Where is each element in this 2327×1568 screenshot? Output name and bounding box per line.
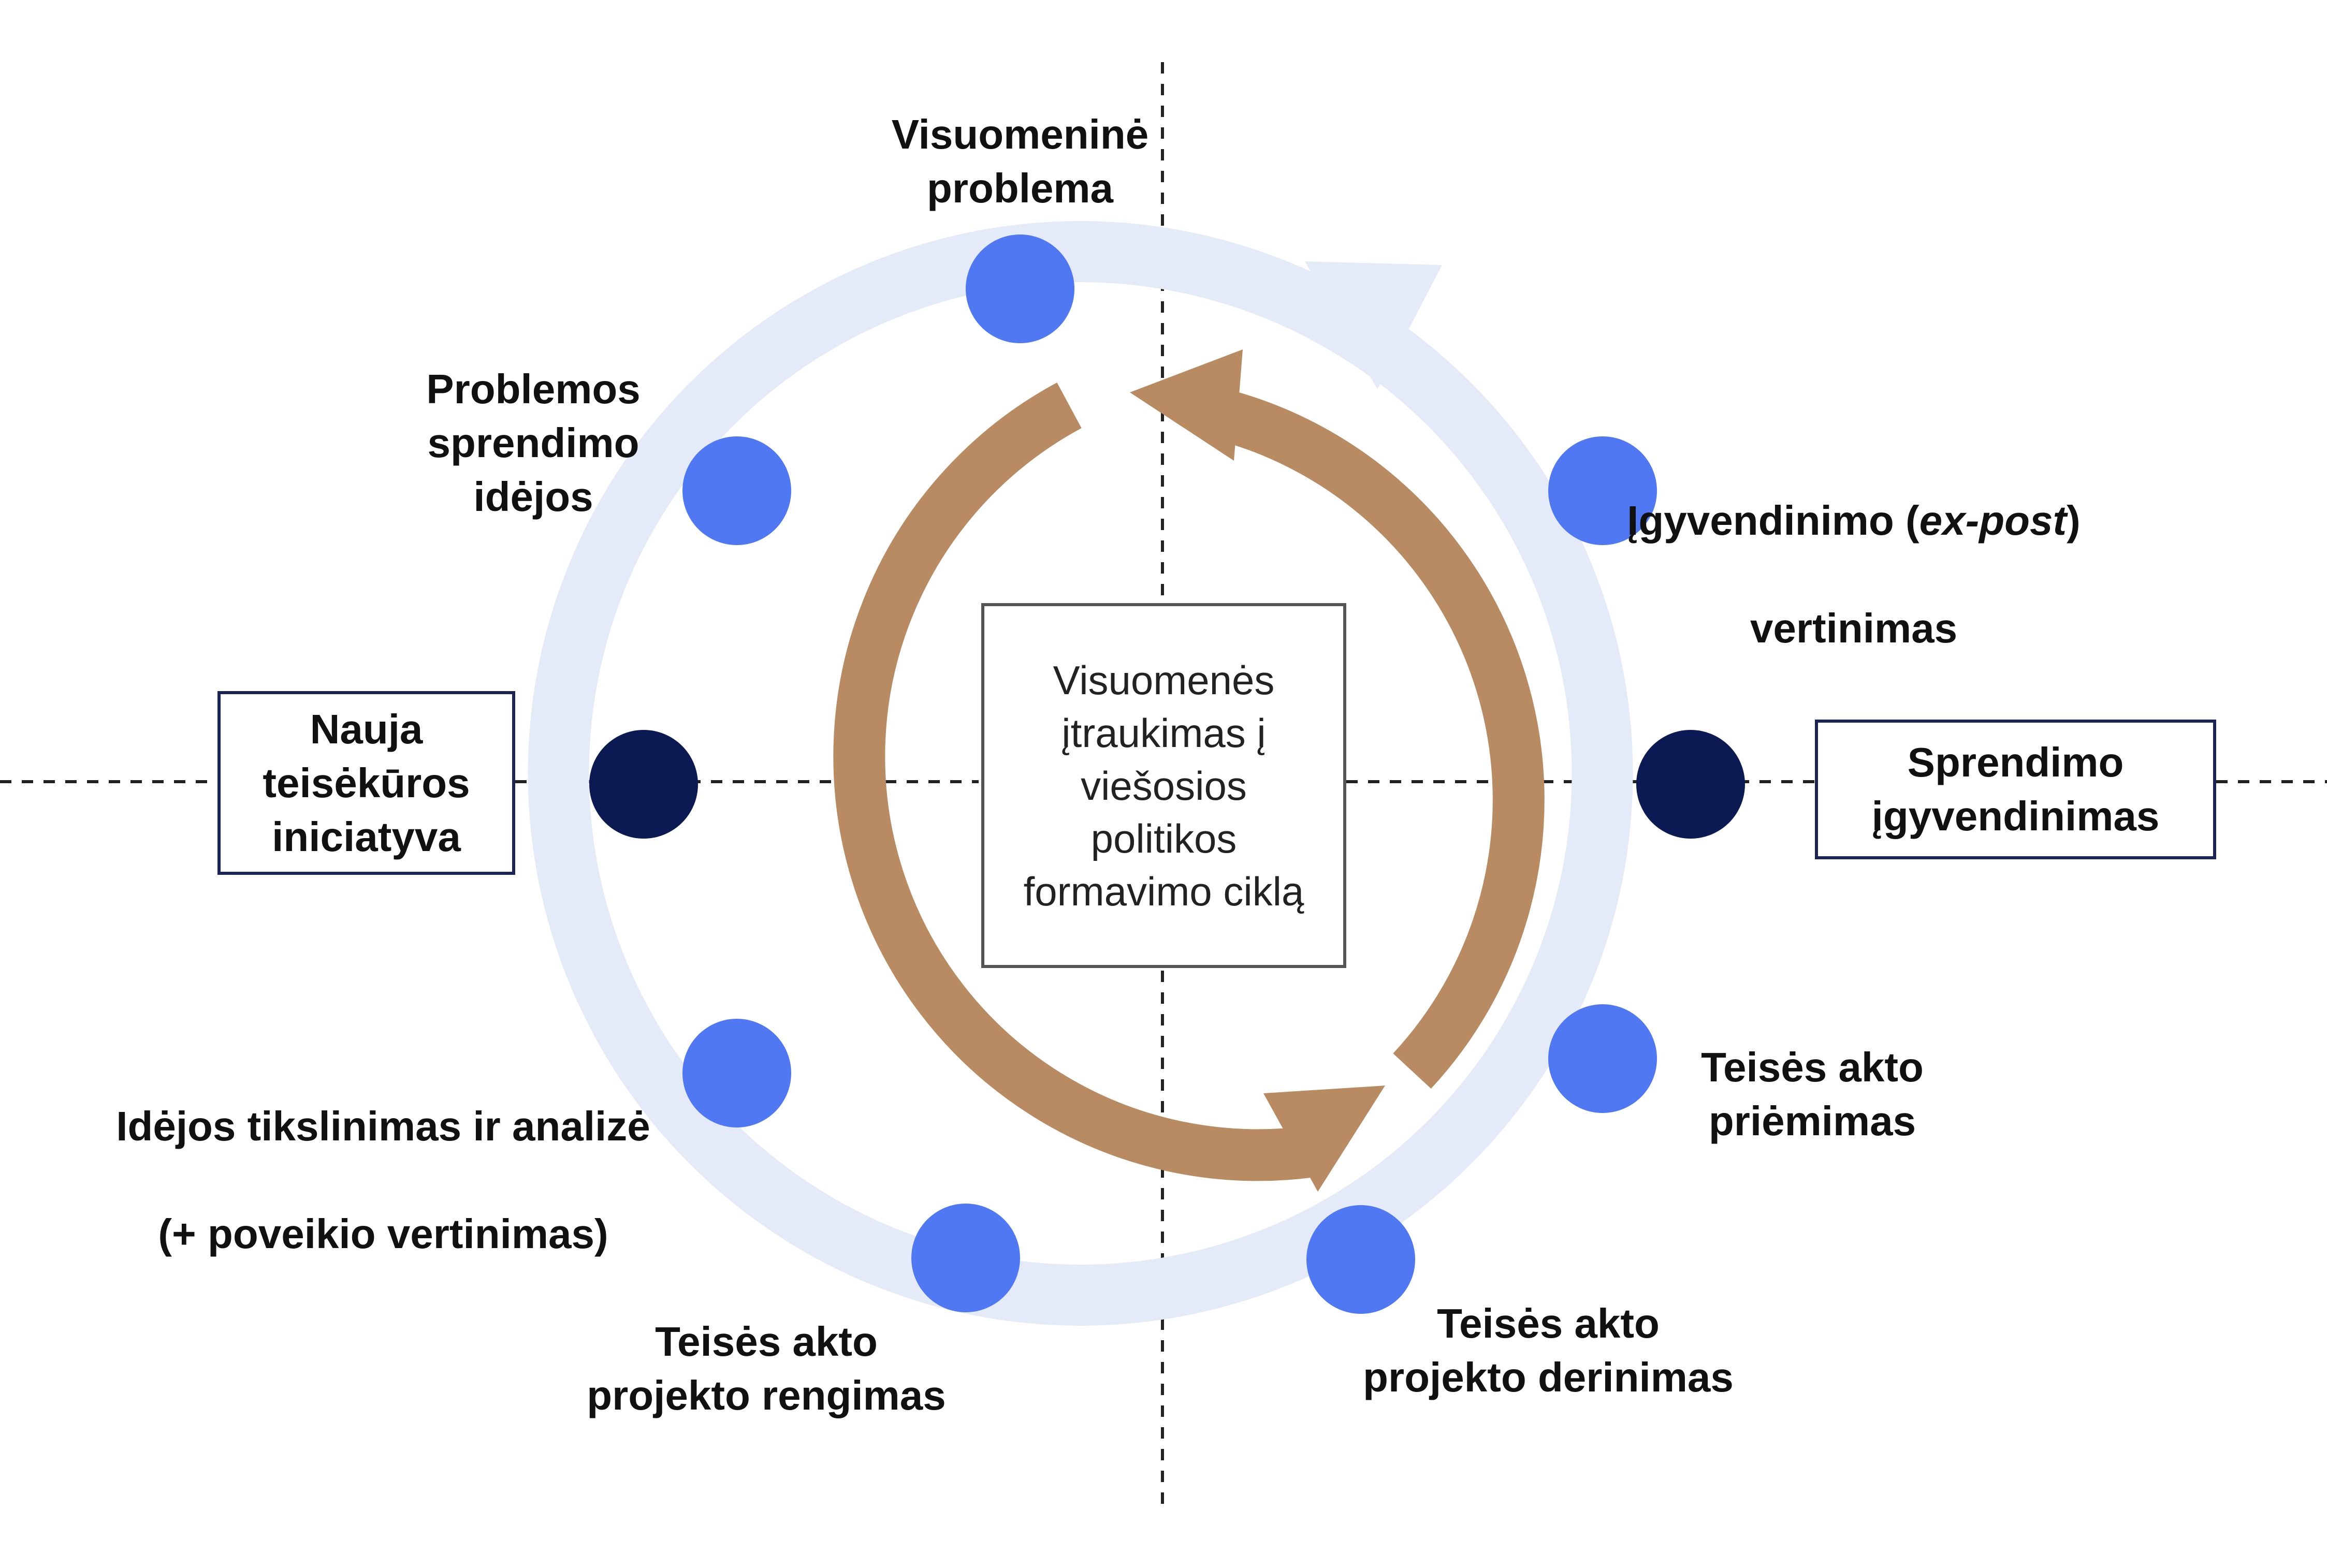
inner-arrow-left	[833, 382, 1313, 1181]
stage-label-coordination: Teisės akto projekto derinimas	[1363, 1300, 1734, 1400]
stage-label-drafting: Teisės akto projekto rengimas	[587, 1318, 946, 1418]
outer-cycle-arrowhead	[1305, 261, 1442, 389]
inner-arrow-right-head	[1130, 349, 1243, 461]
milestone-box-implementation: Sprendimo įgyvendinimas	[1815, 720, 2216, 859]
inner-arrow-right	[1204, 386, 1545, 1089]
stage-node-problem	[966, 235, 1074, 343]
stage-label-problem: Visuomeninė problema	[891, 111, 1149, 211]
stage-node-ideas	[682, 436, 791, 545]
center-box: Visuomenės įtraukimas į viešosios politi…	[981, 603, 1346, 968]
inner-arrow-left-head	[1263, 1086, 1385, 1192]
stage-label-evaluation-prefix: Įgyvendinimo (	[1627, 497, 1919, 544]
stage-label-evaluation: Įgyvendinimo (ex-post) vertinimas	[1621, 440, 2087, 655]
stage-label-evaluation-line2: vertinimas	[1750, 605, 1958, 651]
stage-node-coordination	[1306, 1205, 1415, 1314]
stage-label-analysis-line2: (+ poveikio vertinimas)	[158, 1211, 608, 1257]
outer-cycle-ring	[528, 221, 1633, 1326]
stage-label-analysis: Idėjos tikslinimas ir analizė (+ poveiki…	[62, 1046, 704, 1261]
stage-node-drafting	[911, 1204, 1020, 1312]
stage-label-adoption: Teisės akto priėmimas	[1701, 1044, 1924, 1144]
center-text: Visuomenės įtraukimas į viešosios politi…	[1023, 657, 1304, 914]
stage-node-evaluation	[1548, 436, 1657, 545]
stage-label-evaluation-suffix: )	[2067, 497, 2081, 544]
milestone-label-implementation: Sprendimo įgyvendinimas	[1871, 739, 2160, 839]
stage-label-analysis-line1: Idėjos tikslinimas ir analizė	[116, 1103, 650, 1149]
stage-label-ideas: Problemos sprendimo idėjos	[426, 366, 641, 520]
stage-label-evaluation-italic: ex-post	[1919, 497, 2067, 544]
milestone-box-start: Nauja teisėkūros iniciatyva	[217, 691, 515, 875]
stage-node-analysis	[682, 1019, 791, 1127]
milestone-node-start	[589, 730, 698, 839]
milestone-label-start: Nauja teisėkūros iniciatyva	[263, 706, 470, 860]
milestone-node-implementation	[1636, 730, 1745, 839]
stage-node-adoption	[1548, 1004, 1657, 1113]
